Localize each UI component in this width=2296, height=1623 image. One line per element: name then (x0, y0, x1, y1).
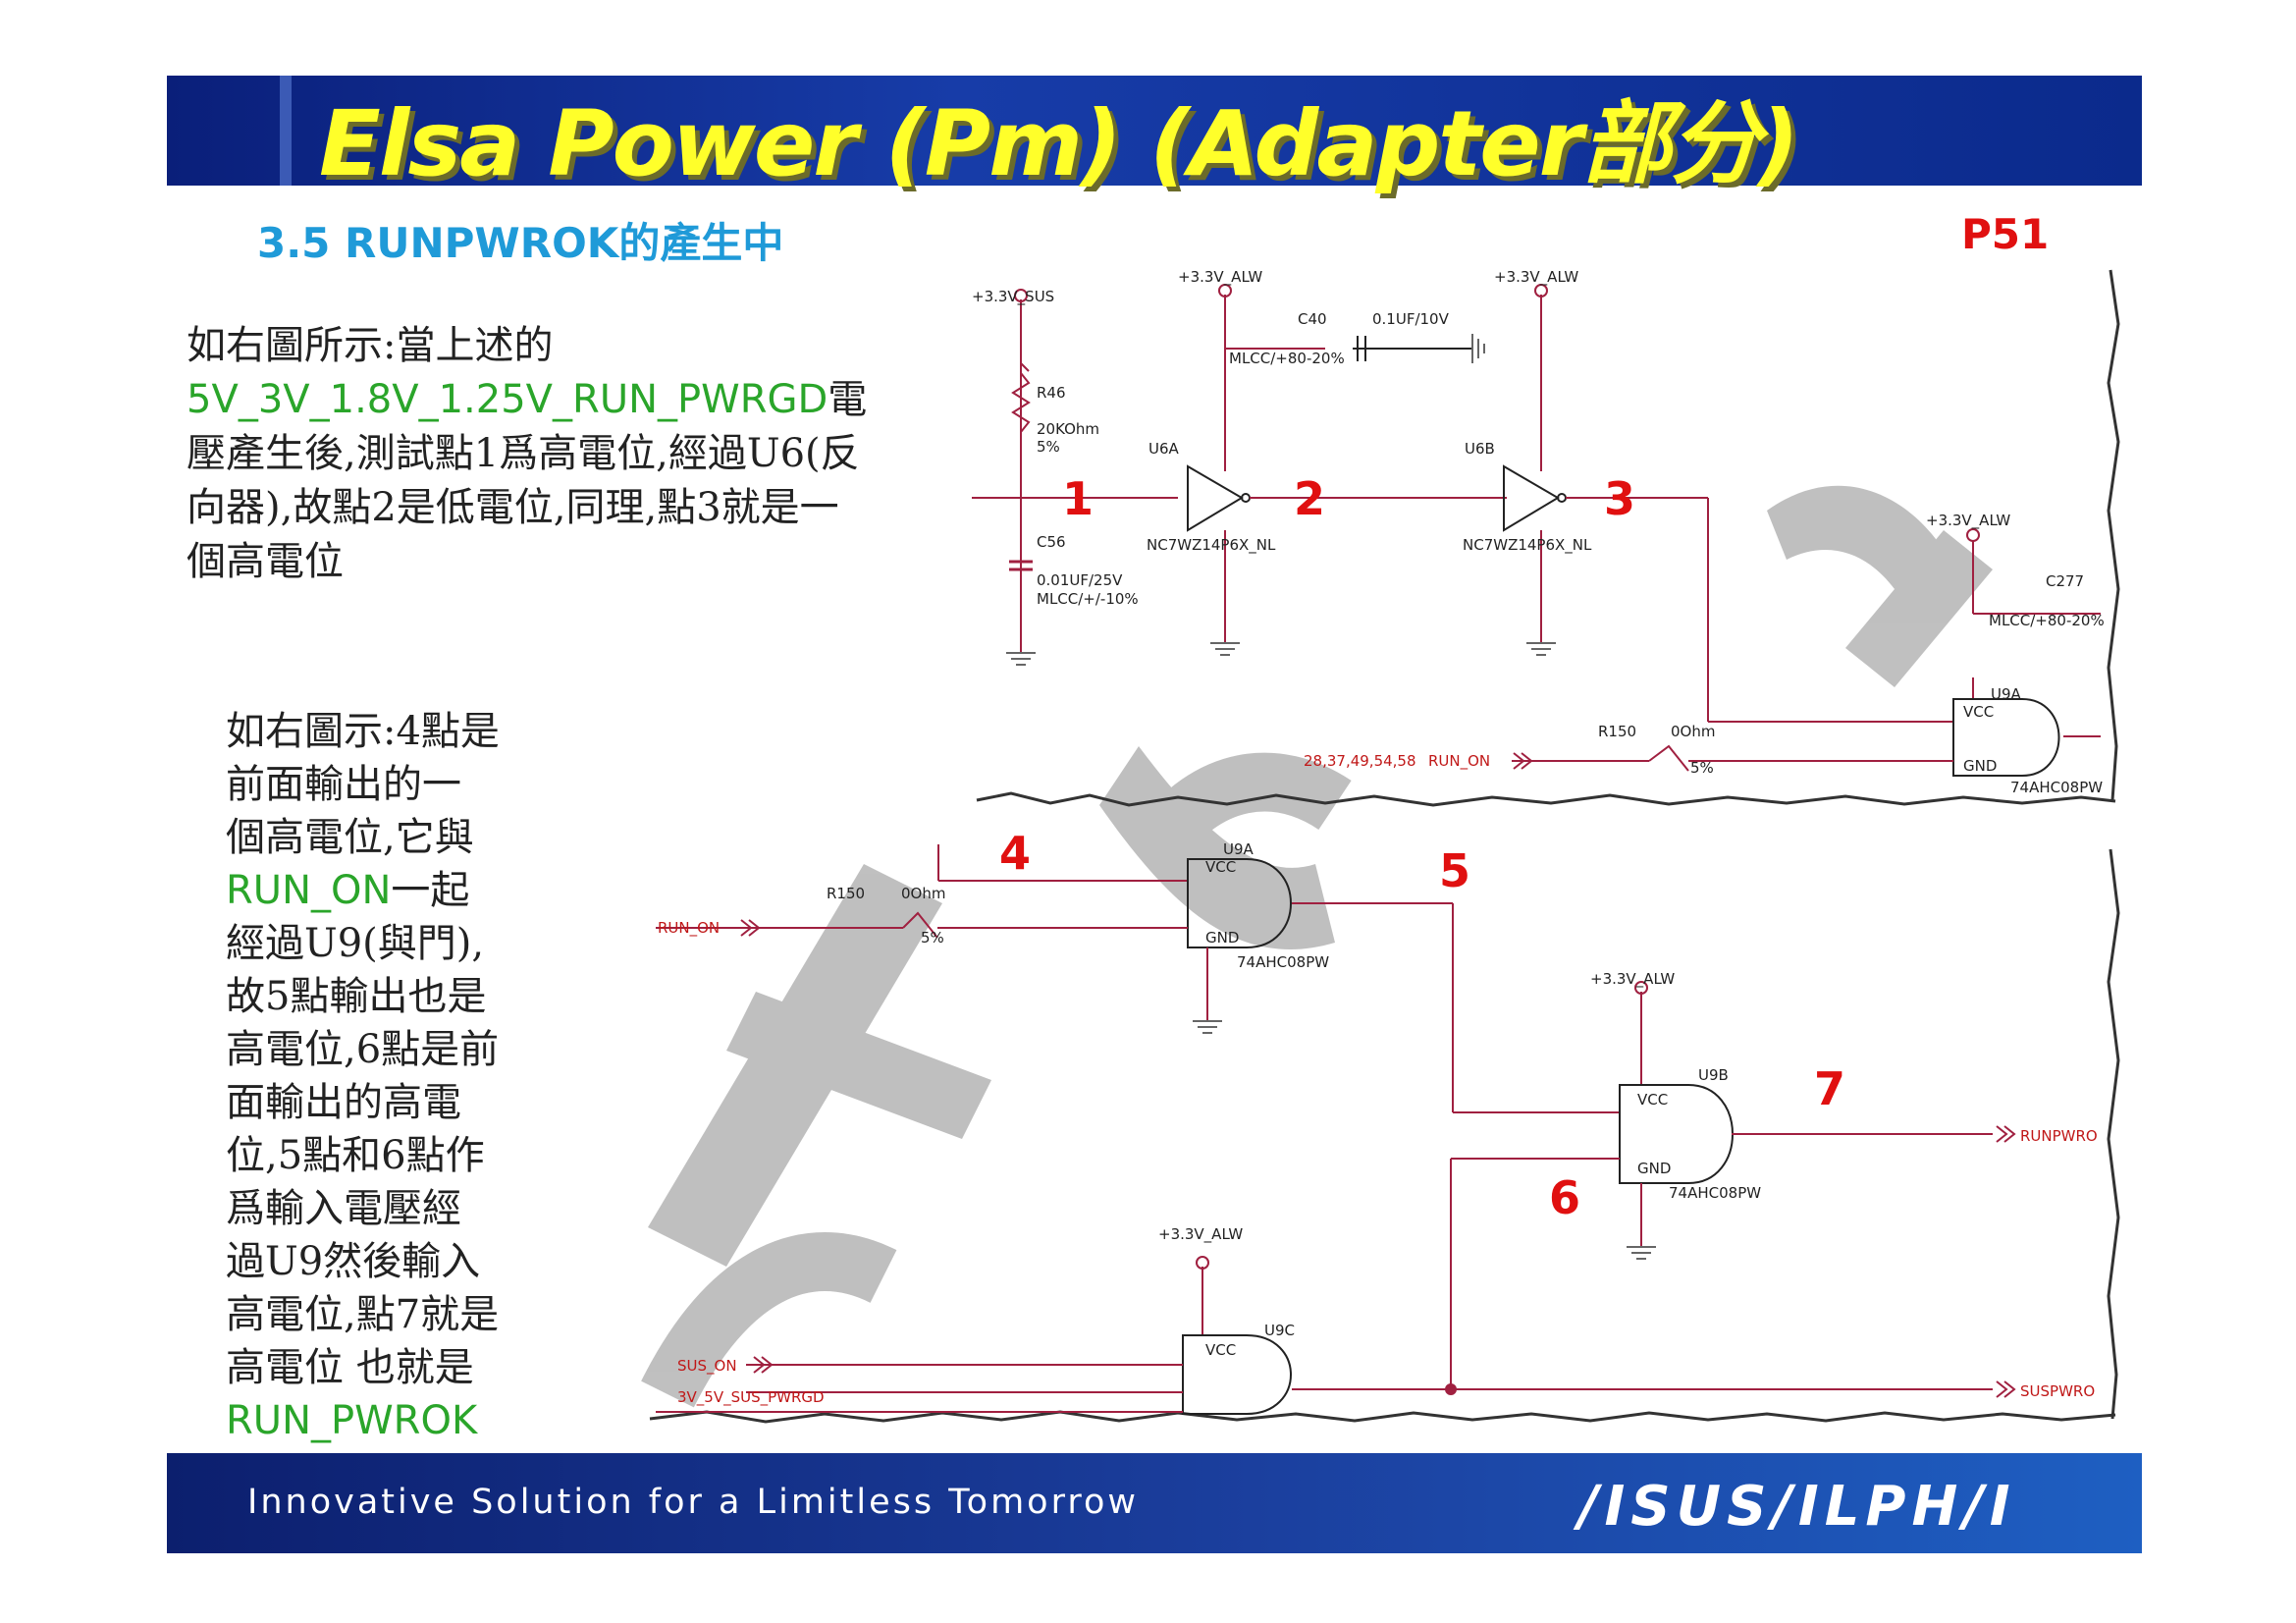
component-ref: U6B (1465, 440, 1495, 458)
pin-label: VCC (1205, 1341, 1236, 1359)
net-label: RUN_ON (1428, 752, 1490, 771)
text-line: 個高電位 (187, 539, 344, 584)
part-number: NC7WZ14P6X_NL (1463, 536, 1592, 555)
text-line: 壓產生後,測試點1爲高電位,經過U6(反 (187, 431, 860, 476)
part-number: NC7WZ14P6X_NL (1147, 536, 1276, 555)
ground-symbols-top (1006, 284, 1980, 666)
explanation-paragraph-1: 如右圖所示:當上述的 5V_3V_1.8V_1.25V_RUN_PWRGD電 壓… (187, 319, 867, 589)
component-tolerance: 5% (921, 929, 944, 947)
rail-label: +3.3V_ALW (1590, 970, 1675, 989)
text-line: 高電位,6點是前 (226, 1027, 500, 1072)
pin-label: GND (1205, 929, 1239, 947)
net-label: 3V_5V_SUS_PWRGD (677, 1388, 825, 1407)
component-ref: U6A (1148, 440, 1180, 458)
bottom-schematic-panel (649, 844, 2120, 1424)
test-point-6: 6 (1549, 1171, 1580, 1224)
component-ref: U9A (1991, 685, 2022, 703)
text-line: 5V_3V_1.8V_1.25V_RUN_PWRGD電 (187, 373, 867, 427)
component-tolerance: 5% (1037, 438, 1060, 456)
text-line: RUN_ON一起 (226, 864, 500, 917)
net-label-runpwrok: RUNPWRO (2020, 1127, 2098, 1145)
test-point-1: 1 (1062, 472, 1094, 525)
text-line: 爲輸入電壓經 (226, 1186, 461, 1231)
pin-label: GND (1637, 1160, 1671, 1177)
test-point-4: 4 (999, 827, 1031, 880)
component-type: MLCC/+/-10% (1037, 590, 1139, 608)
component-ref: R46 (1037, 384, 1066, 402)
component-value: 0Ohm (901, 885, 945, 902)
watermark (641, 485, 1993, 1408)
footer-tagline: Innovative Solution for a Limitless Tomo… (247, 1483, 1140, 1522)
text-line: 面輸出的高電 (226, 1080, 461, 1125)
component-tolerance: 5% (1690, 759, 1714, 777)
component-ref: U9C (1264, 1322, 1295, 1339)
footer-banner (167, 1453, 2142, 1553)
signal-name-highlight: 5V_3V_1.8V_1.25V_RUN_PWRGD (187, 377, 828, 422)
component-value: 0Ohm (1671, 723, 1715, 740)
pin-label: VCC (1637, 1091, 1668, 1109)
pin-label: VCC (1205, 858, 1236, 876)
rail-label: +3.3V_ALW (1158, 1225, 1243, 1244)
page-reference: 28,37,49,54,58 (1304, 752, 1416, 770)
text-line: 位,5點和6點作 (226, 1133, 485, 1178)
bottom-schematic-labels: U9A VCC GND 74AHC08PW R150 0Ohm 5% RUN_O… (658, 827, 2098, 1407)
top-schematic-labels: +3.3V_SUS +3.3V_ALW +3.3V_ALW +3.3V_ALW … (972, 268, 2105, 796)
rail-label: +3.3V_SUS (972, 288, 1054, 306)
component-value: 20KOhm (1037, 420, 1099, 438)
text-line: 故5點輸出也是 (226, 974, 487, 1019)
component-type: MLCC/+80-20% (1229, 350, 1345, 367)
rail-label: +3.3V_ALW (1178, 268, 1262, 287)
net-label-suspwrok: SUSPWRO (2020, 1382, 2095, 1400)
component-ref: R150 (827, 885, 865, 902)
text-line: RUN_PWROK (226, 1398, 478, 1443)
rail-label: +3.3V_ALW (1926, 512, 2010, 530)
net-arrows (740, 752, 2016, 1398)
page-number: P51 (1961, 210, 2050, 258)
component-value: 0.01UF/25V (1037, 571, 1123, 589)
test-point-7: 7 (1814, 1062, 1845, 1115)
part-number: 74AHC08PW (2010, 779, 2103, 796)
part-number: 74AHC08PW (1237, 953, 1329, 971)
slide-title: Elsa Power (Pm) (Adapter部分) (319, 91, 1799, 196)
asusalpha-logo: /ISUS/ILPH/I (1578, 1475, 2016, 1539)
test-point-2: 2 (1294, 472, 1325, 525)
net-label: RUN_ON (658, 919, 720, 938)
top-schematic-panel (972, 269, 2120, 807)
component-ref: R150 (1598, 723, 1636, 740)
text-line: 個高電位,它與 (226, 815, 474, 860)
rail-label: +3.3V_ALW (1494, 268, 1578, 287)
text-line: 如右圖所示:當上述的 (187, 323, 554, 368)
text-line: 向器),故點2是低電位,同理,點3就是一 (187, 485, 839, 530)
text-line: 前面輸出的一 (226, 762, 461, 807)
text-line: 經過U9(與門), (226, 921, 485, 966)
text-fragment: 電 (828, 377, 868, 422)
text-line: 過U9然後輸入 (226, 1239, 481, 1284)
title-banner (167, 76, 2142, 186)
component-ref: U9A (1223, 840, 1255, 858)
component-ref: U9B (1698, 1066, 1729, 1084)
component-value: 0.1UF/10V (1372, 310, 1450, 328)
text-line: 如右圖示:4點是 (226, 709, 500, 754)
section-subtitle: 3.5 RUNPWROK的產生中 (257, 219, 784, 267)
text-fragment: 一起 (391, 868, 470, 913)
component-ref: C40 (1298, 310, 1327, 328)
text-line: 高電位,點7就是 (226, 1292, 500, 1337)
test-point-5: 5 (1439, 844, 1470, 897)
text-line: 高電位 也就是 (226, 1345, 474, 1390)
pin-label: GND (1963, 757, 1997, 775)
component-type: MLCC/+80-20% (1989, 612, 2105, 629)
test-point-3: 3 (1604, 472, 1635, 525)
pin-label: VCC (1963, 703, 1994, 721)
ground-symbols-bottom (1193, 981, 1656, 1395)
explanation-paragraph-2: 如右圖示:4點是 前面輸出的一 個高電位,它與 RUN_ON一起 經過U9(與門… (226, 705, 500, 1447)
signal-name-highlight: RUN_ON (226, 868, 392, 913)
component-ref: C56 (1037, 533, 1066, 551)
net-label: SUS_ON (677, 1357, 737, 1376)
component-ref: C277 (2046, 572, 2084, 590)
part-number: 74AHC08PW (1669, 1184, 1761, 1202)
